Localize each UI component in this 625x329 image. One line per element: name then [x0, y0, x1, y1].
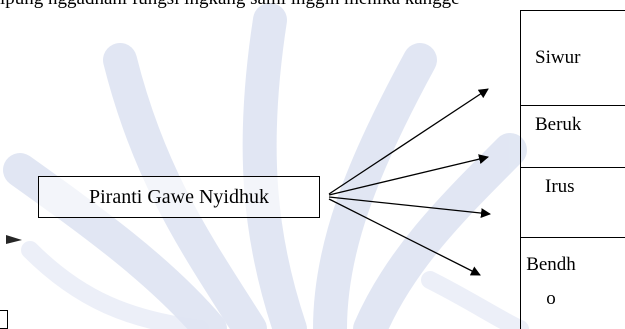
- item-cell: Bendh o: [521, 238, 581, 318]
- item-label: Siwur: [535, 47, 581, 68]
- source-label: Piranti Gawe Nyidhuk: [89, 185, 269, 208]
- arrow-to-beruk: [328, 154, 489, 196]
- items-table: Siwur Beruk Irus Bendh o: [520, 10, 625, 329]
- item-label-line2: o: [546, 288, 556, 309]
- source-box: Piranti Gawe Nyidhuk: [38, 176, 320, 218]
- arrow-to-siwur: [328, 88, 489, 195]
- arrow-to-irus: [328, 196, 491, 219]
- item-label: Bendh: [526, 254, 576, 275]
- page-fragment: [0, 310, 8, 329]
- item-cell: Beruk: [521, 106, 625, 168]
- item-cell: Siwur: [521, 11, 625, 106]
- header-text: ipung nggadhahi fungsi ingkang sami ingg…: [0, 0, 520, 10]
- arrow-to-bendho: [328, 198, 481, 276]
- item-label: Irus: [545, 176, 575, 197]
- item-cell: Irus: [521, 168, 625, 238]
- item-label: Beruk: [535, 114, 582, 135]
